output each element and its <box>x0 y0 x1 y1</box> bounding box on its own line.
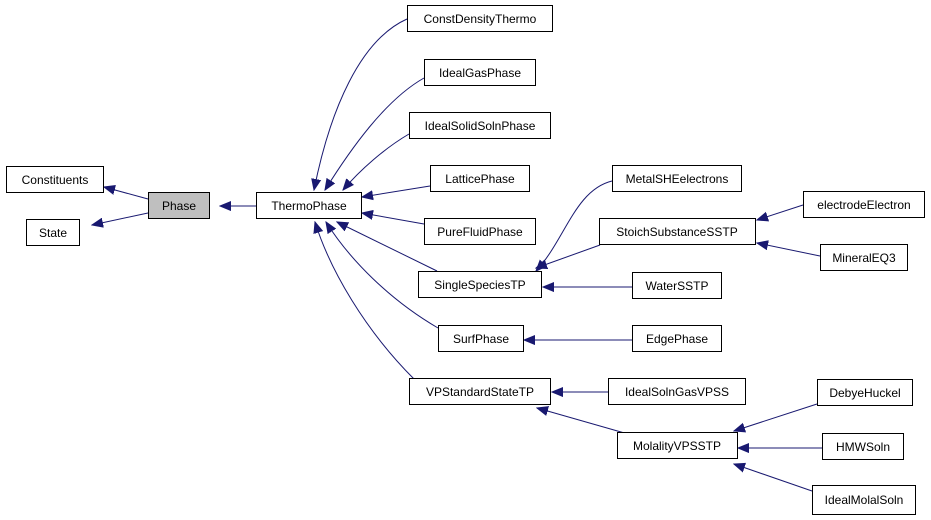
node-label: Constituents <box>22 173 89 187</box>
node-label: PureFluidPhase <box>437 225 523 239</box>
node-idealsolngasvpss[interactable]: IdealSolnGasVPSS <box>608 378 746 405</box>
node-label: SurfPhase <box>453 332 509 346</box>
node-label: ThermoPhase <box>271 199 347 213</box>
node-latticephase[interactable]: LatticePhase <box>430 165 530 192</box>
node-thermophase[interactable]: ThermoPhase <box>256 192 362 219</box>
node-label: ConstDensityThermo <box>424 12 537 26</box>
edges-layer <box>92 18 822 492</box>
edge-electrodeelectron-to-stoichsubstancesstp <box>757 204 804 220</box>
edge-singlespeciestp-to-thermophase <box>337 222 438 272</box>
node-label: EdgePhase <box>646 332 708 346</box>
edge-phase-to-constituents <box>104 187 149 200</box>
node-label: MineralEQ3 <box>832 251 896 265</box>
node-label: IdealMolalSoln <box>825 493 904 507</box>
node-singlespeciestp[interactable]: SingleSpeciesTP <box>418 271 542 298</box>
node-surfphase[interactable]: SurfPhase <box>438 325 524 352</box>
node-electrodeelectron[interactable]: electrodeElectron <box>803 191 925 218</box>
node-stoichsubstancesstp[interactable]: StoichSubstanceSSTP <box>599 218 756 245</box>
node-label: Phase <box>162 199 196 213</box>
node-label: DebyeHuckel <box>829 386 900 400</box>
node-metalsheelectrons[interactable]: MetalSHEelectrons <box>612 165 742 192</box>
node-edgephase[interactable]: EdgePhase <box>632 325 722 352</box>
nodes-layer: Constituents State Phase ThermoPhase Con… <box>6 5 925 515</box>
node-molalityvpsstp[interactable]: MolalityVPSSTP <box>617 432 738 459</box>
edge-idealsolidsolnphase-to-thermophase <box>343 133 410 190</box>
edge-molalityvpsstp-to-vpstandardstatetp <box>537 408 629 435</box>
node-label: IdealSolidSolnPhase <box>425 119 536 133</box>
node-label: StoichSubstanceSSTP <box>616 225 737 239</box>
edge-mineraleq3-to-stoichsubstancesstp <box>757 243 821 257</box>
node-label: WaterSSTP <box>646 279 709 293</box>
node-idealsolidsolnphase[interactable]: IdealSolidSolnPhase <box>409 112 551 139</box>
node-mineraleq3[interactable]: MineralEQ3 <box>820 244 908 271</box>
edge-surfphase-to-thermophase <box>326 222 439 329</box>
node-label: electrodeElectron <box>817 198 910 212</box>
node-label: MolalityVPSSTP <box>633 439 721 453</box>
edge-idealgasphase-to-thermophase <box>325 77 425 190</box>
node-label: VPStandardStateTP <box>426 385 534 399</box>
edge-phase-to-state <box>92 212 149 225</box>
node-vpstandardstatetp[interactable]: VPStandardStateTP <box>409 378 551 405</box>
node-watersstp[interactable]: WaterSSTP <box>632 272 722 299</box>
node-label: MetalSHEelectrons <box>626 172 729 186</box>
node-label: LatticePhase <box>445 172 515 186</box>
node-phase-current: Phase <box>148 192 210 219</box>
node-label: IdealGasPhase <box>439 66 521 80</box>
node-state[interactable]: State <box>26 219 80 246</box>
node-hmwsoln[interactable]: HMWSoln <box>822 433 904 460</box>
edge-latticephase-to-thermophase <box>362 185 431 197</box>
edge-debyehuckel-to-molalityvpsstp <box>734 403 818 431</box>
node-debyehuckel[interactable]: DebyeHuckel <box>817 379 913 406</box>
node-label: IdealSolnGasVPSS <box>625 385 729 399</box>
node-constdensitythermo[interactable]: ConstDensityThermo <box>407 5 553 32</box>
node-label: State <box>39 226 67 240</box>
edge-constdensitythermo-to-thermophase <box>314 18 408 190</box>
edge-vpstandardstatetp-to-thermophase <box>315 222 415 380</box>
node-label: HMWSoln <box>836 440 890 454</box>
edge-stoichsubstancesstp-to-singlespeciestp <box>536 244 601 268</box>
node-purefluidphase[interactable]: PureFluidPhase <box>424 218 536 245</box>
edge-idealmolalsoln-to-molalityvpsstp <box>734 464 813 492</box>
node-idealmolalsoln[interactable]: IdealMolalSoln <box>812 485 916 515</box>
edge-purefluidphase-to-thermophase <box>362 213 425 225</box>
node-label: SingleSpeciesTP <box>434 278 525 292</box>
node-idealgasphase[interactable]: IdealGasPhase <box>424 59 536 86</box>
node-constituents[interactable]: Constituents <box>6 166 104 193</box>
